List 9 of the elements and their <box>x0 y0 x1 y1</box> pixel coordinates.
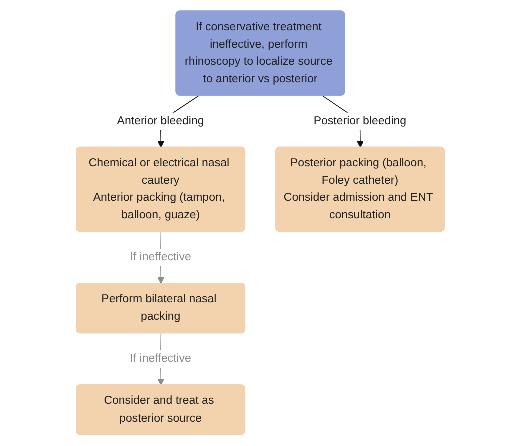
edge-label: If ineffective <box>130 248 192 266</box>
process-box: Consider and treat as posterior source <box>76 384 246 436</box>
process-box: Posterior packing (balloon, Foley catheter) Consider admission and ENT consultation <box>275 146 445 232</box>
edge-label: Anterior bleeding <box>117 112 204 130</box>
process-box: Chemical or electrical nasal cautery Anterior packing (tampon, balloon, guaze) <box>76 146 246 232</box>
edge-label: If ineffective <box>130 350 192 368</box>
edge-label: Posterior bleeding <box>314 112 407 130</box>
process-box: Perform bilateral nasal packing <box>76 283 246 334</box>
process-box: If conservative treatment ineffective, perform rhinoscopy to localize source to anterior vs posterior <box>176 10 346 96</box>
